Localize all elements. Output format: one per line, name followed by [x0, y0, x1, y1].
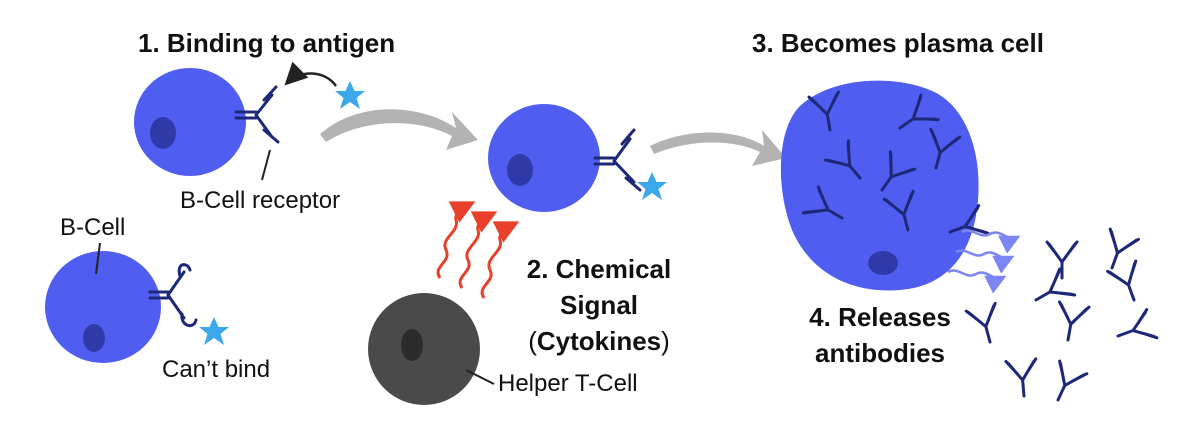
- antibody-icon: [1045, 240, 1079, 280]
- b-cell-receptor-label: B-Cell receptor: [180, 187, 341, 214]
- nucleus-icon: [868, 251, 898, 275]
- b-cell-receptor-icon: [234, 85, 280, 144]
- helper-t-cell: [368, 293, 495, 405]
- antibody-icon: [1027, 267, 1077, 315]
- plasma-cell: [780, 80, 991, 291]
- b-cell-binding: [134, 61, 365, 181]
- release-arrows: [947, 229, 1021, 294]
- cytokine-wave-icon: [436, 201, 476, 279]
- bound-antigen-star-icon: [637, 172, 667, 200]
- close-paren: ): [661, 326, 670, 356]
- cant-bind-label: Can’t bind: [162, 356, 271, 383]
- receptor-icon: [593, 128, 642, 192]
- open-paren: (: [528, 326, 537, 356]
- released-antibodies: [964, 227, 1159, 408]
- release-wave-icon: [955, 249, 1015, 274]
- antibody-icon: [1004, 357, 1041, 399]
- nucleus-icon: [150, 117, 176, 149]
- progress-arrow-1-icon: [320, 109, 478, 150]
- antibody-icon: [1051, 300, 1091, 345]
- nucleus-icon: [401, 329, 423, 361]
- b-cell-label: B-Cell: [60, 214, 126, 241]
- unbound-antigen-star-icon: [199, 317, 229, 345]
- helper-leader-line: [465, 369, 495, 385]
- nucleus-icon: [507, 154, 533, 186]
- release-wave-icon: [947, 269, 1007, 294]
- cytokine-wave-icon: [480, 221, 520, 299]
- mismatched-receptor-icon: [148, 263, 198, 328]
- step1-title: 1. Binding to antigen: [138, 28, 396, 58]
- step3-title: 3. Becomes plasma cell: [752, 28, 1044, 58]
- b-cell-activated: [488, 104, 667, 212]
- step2-title-line3: (Cytokines): [516, 326, 682, 357]
- cytokines-keyword: Cytokines: [536, 326, 662, 356]
- receptor-leader-line: [261, 149, 271, 181]
- cytokine-wave-icon: [458, 211, 498, 289]
- nucleus-icon: [83, 324, 105, 352]
- step2-title-line1: 2. Chemical: [526, 254, 672, 284]
- helper-t-cell-label: Helper T-Cell: [498, 370, 638, 397]
- step4-title-line1: 4. Releases: [809, 302, 951, 332]
- antigen-star-icon: [335, 81, 365, 109]
- antibody-icon: [1042, 359, 1089, 408]
- progress-arrow-2-icon: [650, 130, 786, 166]
- cytokine-signals: [436, 201, 520, 299]
- b-cell-nonbinding: [45, 242, 229, 363]
- binding-arrow-icon: [284, 61, 338, 87]
- bcell-leader-line: [95, 242, 101, 275]
- step2-title-line2: Signal: [559, 290, 638, 320]
- step4-title-line2: antibodies: [814, 338, 945, 368]
- release-wave-icon: [961, 229, 1021, 254]
- antibody-icon: [1111, 308, 1159, 352]
